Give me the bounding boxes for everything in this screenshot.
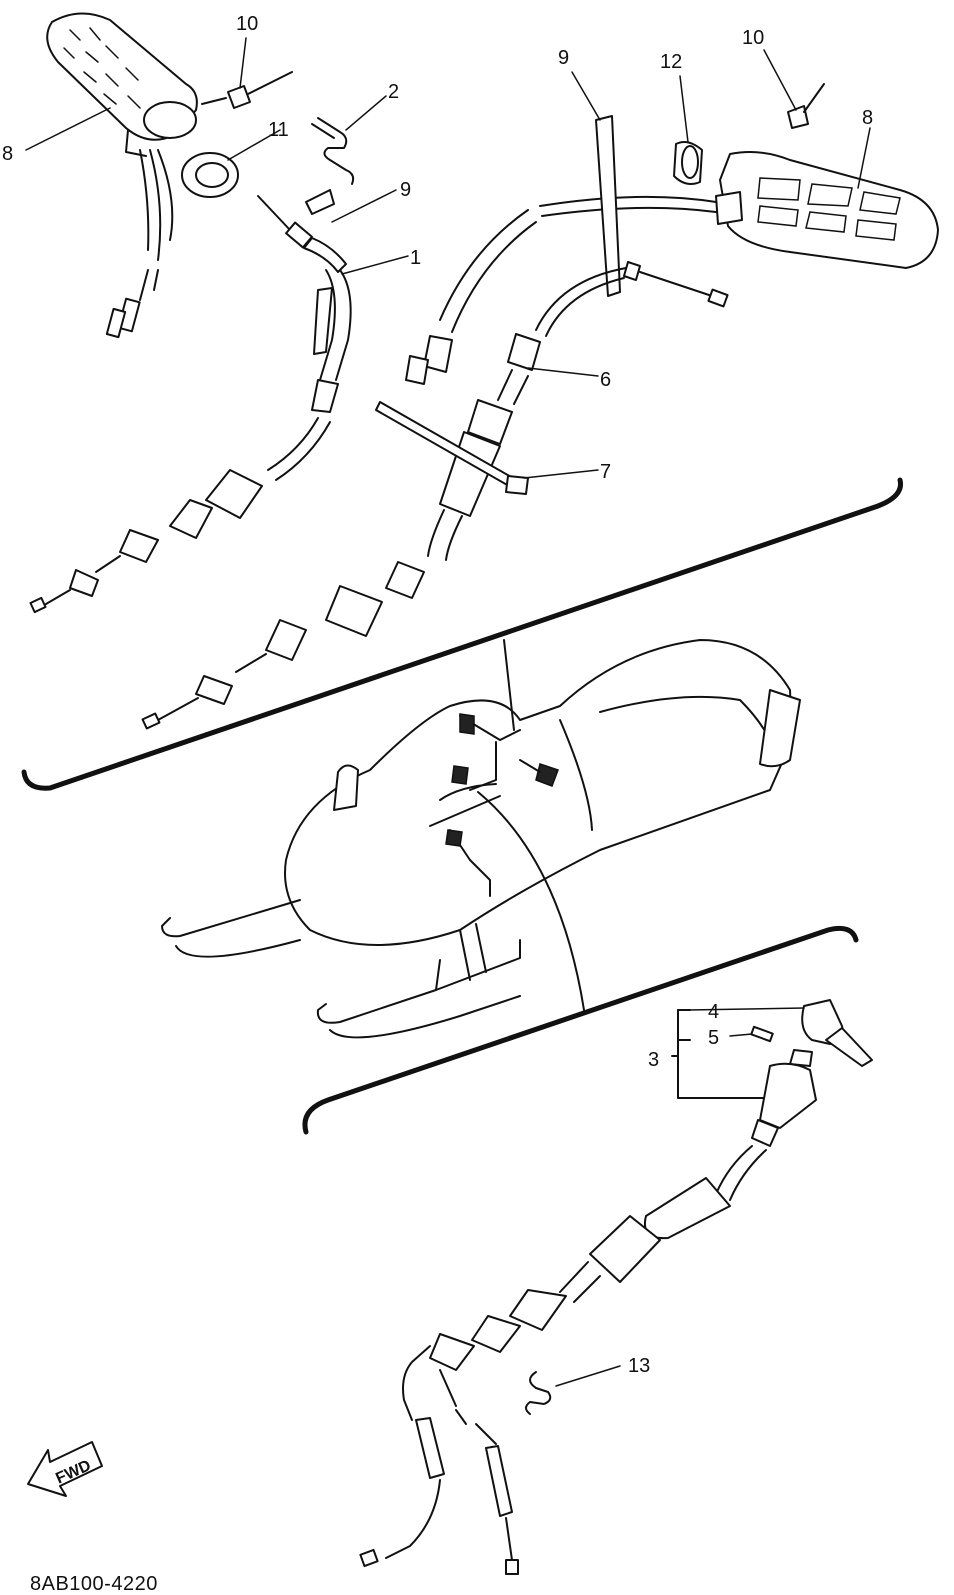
bracket-3 bbox=[671, 1009, 767, 1099]
callout-6: 6 bbox=[600, 369, 611, 391]
callout-3: 3 bbox=[648, 1049, 659, 1071]
callout-1: 1 bbox=[410, 247, 421, 269]
throttle-cable-1 bbox=[29, 195, 352, 614]
callout-11: 11 bbox=[268, 119, 289, 141]
callout-13: 13 bbox=[628, 1355, 650, 1377]
callout-7: 7 bbox=[600, 461, 611, 483]
cable-tie-7 bbox=[375, 401, 529, 495]
location-leader-lines bbox=[477, 639, 585, 1011]
callout-9-left: 9 bbox=[400, 179, 411, 201]
snowmobile bbox=[161, 639, 801, 1039]
callout-4: 4 bbox=[708, 1001, 719, 1023]
clip-2 bbox=[311, 117, 355, 185]
pin-5 bbox=[750, 1025, 774, 1043]
screw-right bbox=[787, 83, 825, 129]
collar-right bbox=[673, 141, 703, 185]
callout-2: 2 bbox=[388, 81, 399, 103]
leader-lines bbox=[25, 37, 871, 1387]
screw-left bbox=[201, 71, 293, 109]
callout-9-right: 9 bbox=[558, 47, 569, 69]
knob-4 bbox=[801, 999, 873, 1067]
collar-left bbox=[181, 152, 239, 198]
left-grip-assembly bbox=[46, 12, 198, 339]
callout-10-right: 10 bbox=[742, 27, 764, 49]
right-switch-wires bbox=[405, 209, 537, 385]
callout-labels: 10 8 11 2 9 1 9 12 10 8 6 7 4 5 3 13 bbox=[2, 13, 873, 1377]
right-grip-assembly bbox=[539, 151, 939, 269]
fwd-arrow-icon: FWD bbox=[27, 1441, 103, 1497]
clip-13 bbox=[525, 1371, 552, 1415]
choke-cable-3 bbox=[359, 1049, 817, 1575]
section-divider-upper bbox=[21, 477, 904, 791]
section-divider-lower bbox=[302, 925, 859, 1135]
callout-8-right: 8 bbox=[862, 107, 873, 129]
callout-12: 12 bbox=[660, 51, 682, 73]
cable-tie-left bbox=[305, 189, 335, 355]
cable-tie-right bbox=[595, 115, 621, 297]
diagram-code: 8AB100-4220 bbox=[30, 1573, 158, 1595]
callout-10-left: 10 bbox=[236, 13, 258, 35]
callout-5: 5 bbox=[708, 1027, 719, 1049]
cable-6 bbox=[141, 261, 729, 730]
callout-8-left: 8 bbox=[2, 143, 13, 165]
